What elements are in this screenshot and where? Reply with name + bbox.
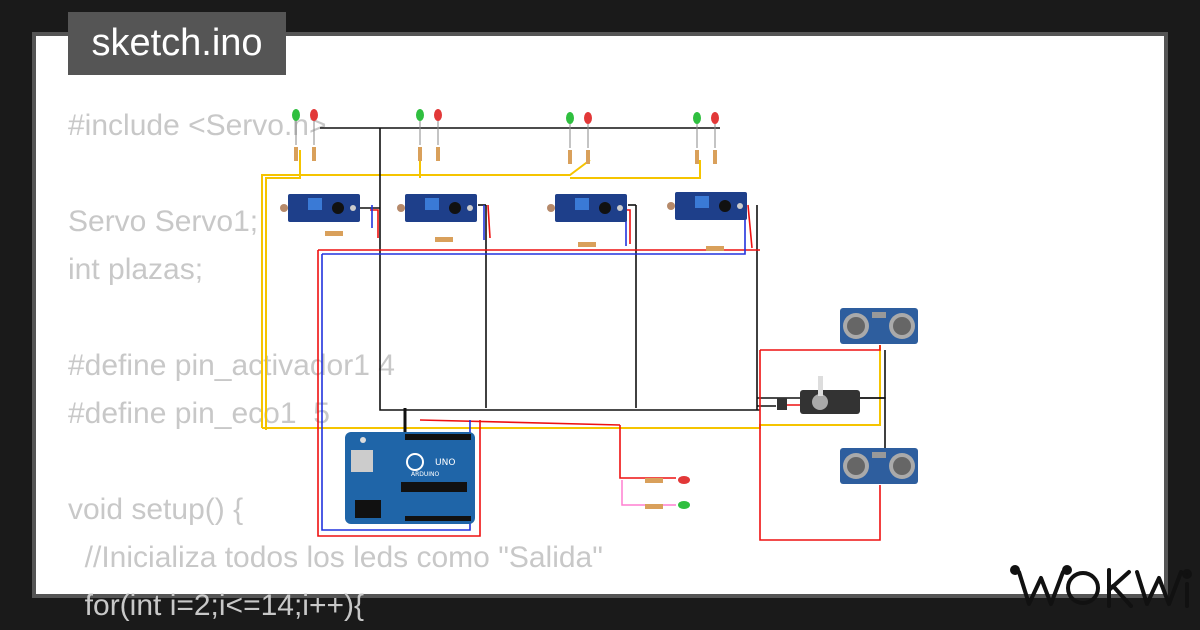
file-tab[interactable]: sketch.ino bbox=[68, 12, 286, 75]
led-group bbox=[292, 109, 719, 164]
ultrasonic-sensor-1 bbox=[840, 308, 918, 344]
code-line: #include <Servo.h> bbox=[68, 109, 327, 142]
black-wires bbox=[320, 127, 886, 470]
preview-canvas: #include <Servo.h> Servo Servo1; int plaza… bbox=[36, 36, 1192, 622]
board-name: UNO bbox=[435, 458, 455, 468]
wokwi-logo-icon bbox=[1010, 565, 1192, 608]
code-line: #define pin_eco1 5 bbox=[68, 397, 330, 430]
ultrasonic-sensor-2 bbox=[840, 448, 918, 484]
servo-motor bbox=[800, 376, 860, 414]
sensor-module-1 bbox=[280, 194, 360, 222]
sensor-module-3 bbox=[547, 194, 627, 222]
sensor-module-4 bbox=[667, 192, 747, 220]
led-pair-2 bbox=[416, 109, 442, 161]
circuit-diagram: UNO ARDUINO bbox=[261, 109, 918, 541]
code-line: //Inicializa todos los leds como "Salida… bbox=[68, 541, 603, 574]
sensor-module-2 bbox=[397, 194, 477, 222]
code-line: int plazas; bbox=[68, 253, 204, 286]
servo-connector bbox=[777, 398, 787, 410]
resistors bbox=[325, 231, 724, 509]
led-pair-3 bbox=[566, 112, 592, 164]
preview-card: #include <Servo.h> Servo Servo1; int plaza… bbox=[32, 32, 1192, 622]
arduino-uno-board: UNO ARDUINO bbox=[345, 432, 475, 524]
code-line: Servo Servo1; bbox=[68, 205, 259, 238]
led-pair-1 bbox=[292, 109, 318, 161]
pink-wire bbox=[621, 480, 676, 506]
code-line: void setup() { bbox=[68, 493, 244, 526]
code-line: for(int i=2;i<=14;i++){ bbox=[68, 589, 365, 622]
sensor-modules bbox=[280, 192, 747, 222]
code-line: #define pin_activador1 4 bbox=[68, 349, 395, 382]
led-pair-4 bbox=[693, 112, 719, 164]
board-brand: ARDUINO bbox=[411, 471, 440, 478]
yellow-wires bbox=[261, 150, 881, 430]
code-preview: #include <Servo.h> Servo Servo1; int plaza… bbox=[68, 102, 603, 630]
bottom-leds bbox=[678, 476, 690, 509]
